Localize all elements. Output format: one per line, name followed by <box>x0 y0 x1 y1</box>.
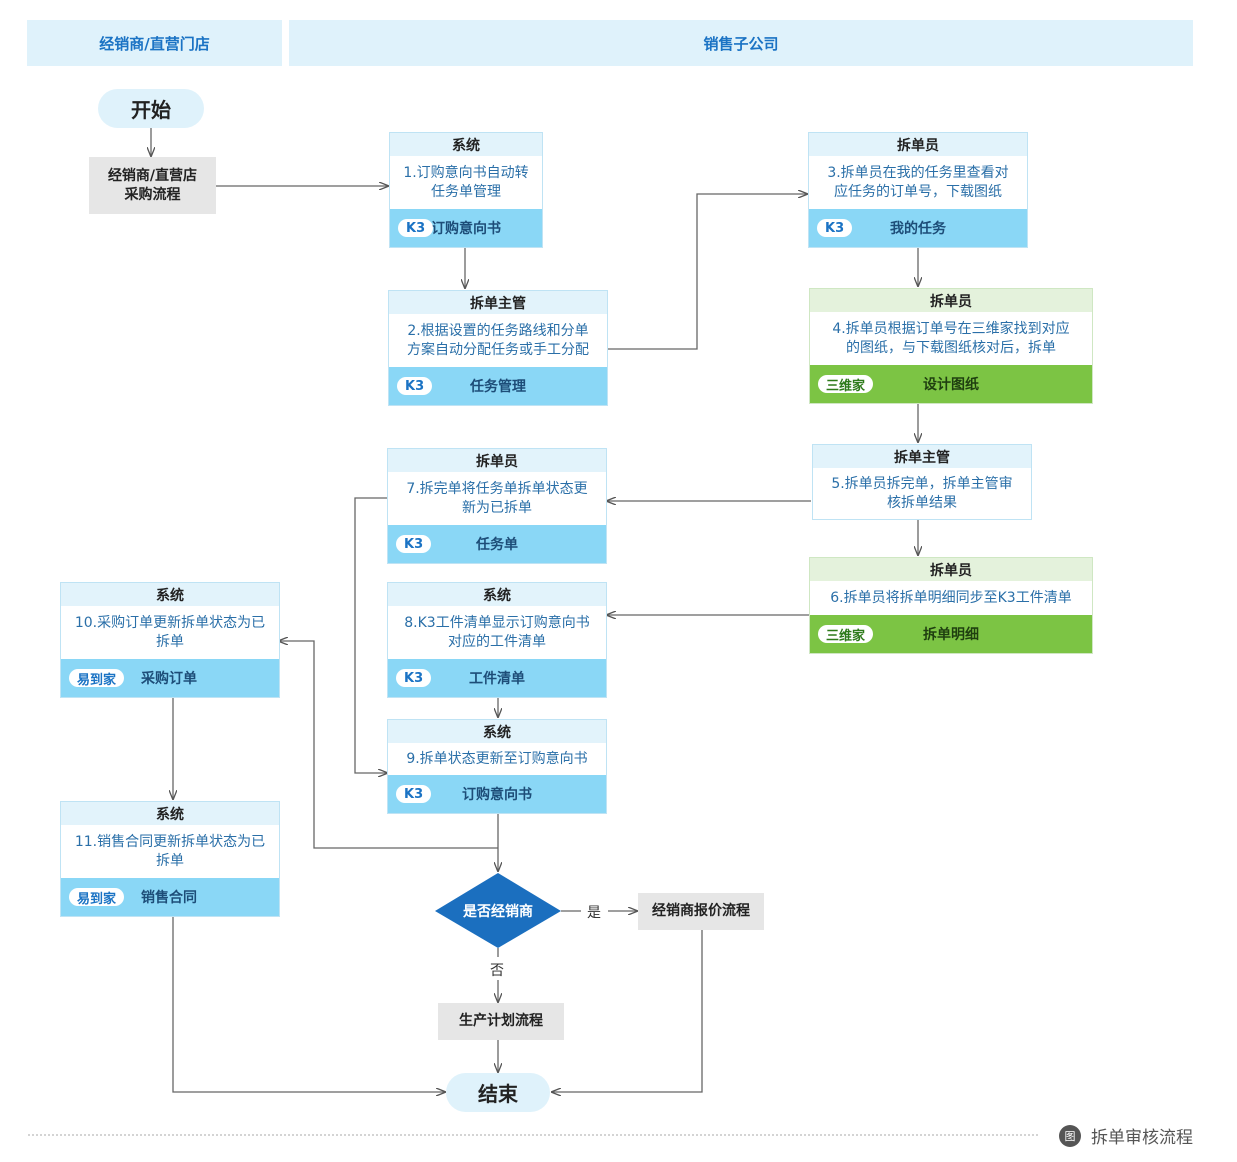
figure-caption-text: 拆单审核流程 <box>1091 1128 1193 1148</box>
edge-quote-end <box>552 930 703 1092</box>
step-card-6: 拆单员 6.拆单员将拆单明细同步至K3工件清单 三维家 拆单明细 <box>809 557 1093 654</box>
step-11-system-module: 销售合同 <box>141 890 197 906</box>
step-8-footer: K3 工件清单 <box>388 659 606 697</box>
step-3-text: 3.拆单员在我的任务里查看对 应任务的订单号，下载图纸 <box>827 164 1009 200</box>
end-terminal: 结束 <box>446 1073 550 1112</box>
step-card-2: 拆单主管 2.根据设置的任务路线和分单 方案自动分配任务或手工分配 K3 任务管… <box>388 290 608 406</box>
lane-dealer: 经销商/直营门店 <box>27 20 282 66</box>
step-10-text: 10.采购订单更新拆单状态为已 拆单 <box>74 614 266 650</box>
step-6-system-module: 拆单明细 <box>923 627 979 643</box>
step-3-system-module: 我的任务 <box>890 221 946 237</box>
step-3-footer: K3 我的任务 <box>809 209 1027 247</box>
step-11-text: 11.销售合同更新拆单状态为已 拆单 <box>74 833 266 869</box>
step-10-footer: 易到家 采购订单 <box>61 659 279 697</box>
step-7-text: 7.拆完单将任务单拆单状态更 新为已拆单 <box>406 480 588 516</box>
step-1-footer: K3 订购意向书 <box>390 209 542 247</box>
step-4-system-module: 设计图纸 <box>923 377 979 393</box>
step-10-system-tag: 易到家 <box>69 669 125 688</box>
step-card-11: 系统 11.销售合同更新拆单状态为已 拆单 易到家 销售合同 <box>60 801 280 917</box>
decision-yes-label: 是 <box>587 902 601 922</box>
step-4-footer: 三维家 设计图纸 <box>810 365 1092 403</box>
edge-c2-c3 <box>607 194 807 350</box>
step-card-10: 系统 10.采购订单更新拆单状态为已 拆单 易到家 采购订单 <box>60 582 280 698</box>
lane-subsidiary: 销售子公司 <box>289 20 1193 66</box>
step-card-4: 拆单员 4.拆单员根据订单号在三维家找到对应 的图纸，与下载图纸核对后，拆单 三… <box>809 288 1093 404</box>
step-9-text: 9.拆单状态更新至订购意向书 <box>406 750 588 767</box>
step-11-system-tag: 易到家 <box>69 888 125 907</box>
step-7-system-module: 任务单 <box>476 537 518 553</box>
step-2-role: 拆单主管 <box>389 291 607 314</box>
step-6-text: 6.拆单员将拆单明细同步至K3工件清单 <box>830 589 1072 606</box>
step-3-role: 拆单员 <box>809 133 1027 156</box>
step-card-1: 系统 1.订购意向书自动转 任务单管理 K3 订购意向书 <box>389 132 543 248</box>
step-4-role: 拆单员 <box>810 289 1092 312</box>
figure-icon: 图 <box>1059 1124 1081 1147</box>
step-1-text: 1.订购意向书自动转 任务单管理 <box>403 164 529 200</box>
step-2-system-tag: K3 <box>397 377 433 395</box>
step-6-footer: 三维家 拆单明细 <box>810 615 1092 653</box>
step-11-role: 系统 <box>61 802 279 825</box>
step-card-8: 系统 8.K3工件清单显示订购意向书 对应的工件清单 K3 工件清单 <box>387 582 607 698</box>
decision-diamond <box>435 873 561 948</box>
step-2-text: 2.根据设置的任务路线和分单 方案自动分配任务或手工分配 <box>407 322 589 358</box>
step-4-system-tag: 三维家 <box>818 375 874 394</box>
step-2-footer: K3 任务管理 <box>389 367 607 405</box>
step-10-system-module: 采购订单 <box>141 671 197 687</box>
edge-c9-c10 <box>279 641 498 849</box>
step-8-system-module: 工件清单 <box>469 671 525 687</box>
quote-process: 经销商报价流程 <box>638 893 764 930</box>
step-6-role: 拆单员 <box>810 558 1092 581</box>
step-3-system-tag: K3 <box>817 219 853 237</box>
step-10-role: 系统 <box>61 583 279 606</box>
step-card-3: 拆单员 3.拆单员在我的任务里查看对 应任务的订单号，下载图纸 K3 我的任务 <box>808 132 1028 248</box>
step-6-system-tag: 三维家 <box>818 625 874 644</box>
edge-c7-c9 <box>354 497 387 773</box>
step-5-role: 拆单主管 <box>813 445 1031 468</box>
start-terminal: 开始 <box>98 89 204 128</box>
step-8-system-tag: K3 <box>396 669 432 687</box>
production-plan-process: 生产计划流程 <box>438 1003 564 1040</box>
step-9-footer: K3 订购意向书 <box>388 775 606 813</box>
step-1-role: 系统 <box>390 133 542 156</box>
step-9-system-tag: K3 <box>396 785 432 803</box>
step-card-9: 系统 9.拆单状态更新至订购意向书 K3 订购意向书 <box>387 719 607 814</box>
step-1-system-module: 订购意向书 <box>431 221 501 237</box>
step-11-footer: 易到家 销售合同 <box>61 878 279 916</box>
step-5-text: 5.拆单员拆完单，拆单主管审 核拆单结果 <box>831 475 1013 511</box>
step-7-role: 拆单员 <box>388 449 606 472</box>
step-card-5: 拆单主管 5.拆单员拆完单，拆单主管审 核拆单结果 <box>812 444 1032 520</box>
step-9-system-module: 订购意向书 <box>462 787 532 803</box>
figure-caption: 图 拆单审核流程 <box>1059 1123 1193 1148</box>
step-2-system-module: 任务管理 <box>470 379 526 395</box>
decision-label: 是否经销商 <box>463 904 533 920</box>
edge-c11-end <box>172 915 445 1092</box>
step-7-footer: K3 任务单 <box>388 525 606 563</box>
step-1-system-tag: K3 <box>398 219 434 237</box>
step-9-role: 系统 <box>388 720 606 743</box>
dealer-purchase-process: 经销商/直营店 采购流程 <box>89 157 216 214</box>
decision-no-label: 否 <box>490 960 504 980</box>
step-card-7: 拆单员 7.拆完单将任务单拆单状态更 新为已拆单 K3 任务单 <box>387 448 607 564</box>
step-4-text: 4.拆单员根据订单号在三维家找到对应 的图纸，与下载图纸核对后，拆单 <box>832 320 1070 356</box>
step-7-system-tag: K3 <box>396 535 432 553</box>
step-8-text: 8.K3工件清单显示订购意向书 对应的工件清单 <box>404 614 590 650</box>
step-8-role: 系统 <box>388 583 606 606</box>
